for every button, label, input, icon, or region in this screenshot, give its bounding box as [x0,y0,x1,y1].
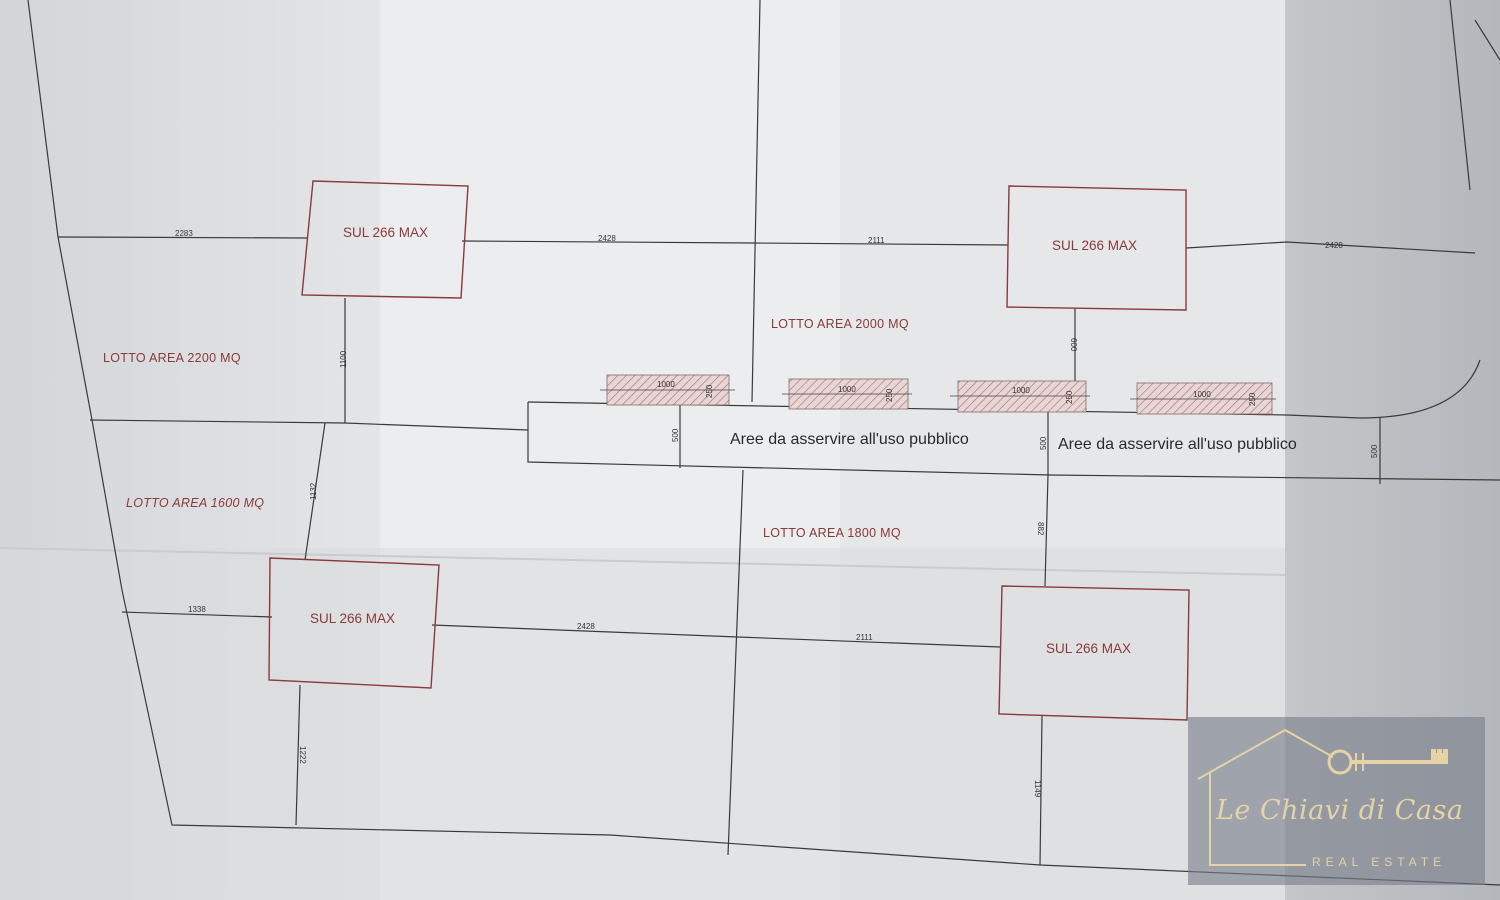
parking-width-2: 250 [885,388,894,402]
dim-bottom-2: 2428 [577,622,595,631]
dim-top-4: 2428 [1325,241,1343,250]
building-label-4: SUL 266 MAX [1046,641,1131,656]
parking-length-2: 1000 [838,385,856,394]
dim-vertical-6: 1149 [1033,780,1042,798]
lot-label-1800: LOTTO AREA 1800 MQ [763,526,901,540]
building-label-3: SUL 266 MAX [310,611,395,626]
parking-width-3: 250 [1065,390,1074,404]
dim-vertical-2: 1132 [309,482,318,500]
dim-vertical-1: 1100 [339,350,348,368]
dim-top-3: 2111 [868,236,885,245]
brand-tagline: REAL ESTATE [1312,855,1447,869]
lot-label-1600: LOTTO AREA 1600 MQ [126,496,264,510]
dim-bottom-1: 1338 [188,605,206,614]
lot-label-2200: LOTTO AREA 2200 MQ [103,351,241,365]
dim-top-1: 2283 [175,229,193,238]
parking-length-4: 1000 [1193,390,1211,399]
dim-top-2: 2428 [598,234,616,243]
dim-road-3: 500 [1370,444,1379,458]
dim-vertical-4: 882 [1036,522,1045,536]
parking-length-3: 1000 [1012,386,1030,395]
dim-vertical-5: 1222 [298,746,307,764]
dim-road-2: 500 [1039,436,1048,450]
dim-road-1: 500 [671,428,680,442]
parking-width-4: 250 [1248,392,1257,406]
building-label-1: SUL 266 MAX [343,225,428,240]
public-area-label-2: Aree da asservire all'uso pubblico [1058,436,1297,453]
parking-length-1: 1000 [657,380,675,389]
lot-label-2000: LOTTO AREA 2000 MQ [771,317,909,331]
dim-vertical-3: 600 [1069,338,1078,352]
brand-name: Le Chiavi di Casa [1216,795,1464,826]
building-label-2: SUL 266 MAX [1052,238,1137,253]
parking-width-1: 250 [705,384,714,398]
public-area-label-1: Aree da asservire all'uso pubblico [730,431,969,448]
watermark-logo: Le Chiavi di Casa REAL ESTATE [1188,717,1485,885]
dim-bottom-3: 2111 [856,633,873,642]
house-key-icon [1197,728,1448,866]
